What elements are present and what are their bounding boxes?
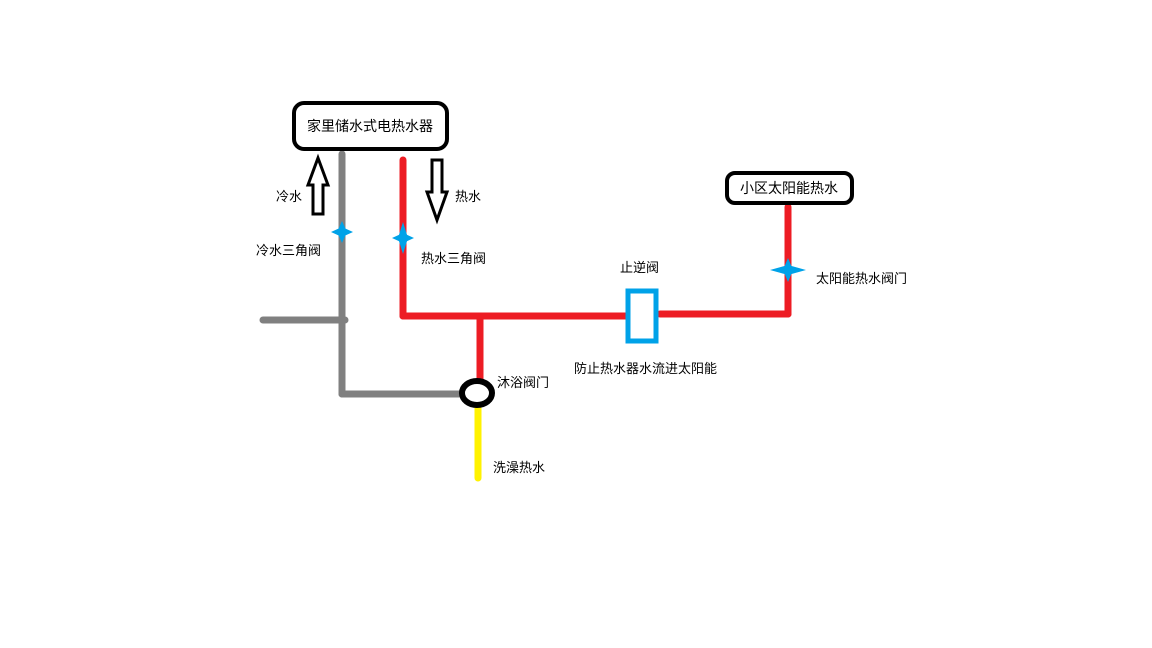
hot-valve-label: 热水三角阀 — [421, 252, 486, 267]
solar-label: 小区太阳能热水 — [740, 181, 838, 197]
check-valve-note: 防止热水器水流进太阳能 — [574, 361, 717, 377]
hot-water-label: 热水 — [455, 190, 481, 205]
heater-node: 家里储水式电热水器 — [292, 101, 449, 151]
heater-label: 家里储水式电热水器 — [307, 118, 433, 135]
check-valve-icon — [625, 288, 659, 344]
cold-water-label: 冷水 — [276, 190, 302, 205]
hot-valve-icon — [392, 222, 414, 254]
solar-node: 小区太阳能热水 — [725, 171, 854, 205]
shower-water-label: 洗澡热水 — [493, 461, 545, 476]
heater-box — [292, 101, 449, 151]
cold-water-pipes — [259, 150, 466, 398]
solar-valve-label: 太阳能热水阀门 — [816, 272, 907, 287]
solar-valve-icon — [770, 258, 806, 282]
cold-valve-icon — [331, 221, 353, 243]
shower-valve-label: 沐浴阀门 — [497, 376, 549, 391]
arrow-down-icon — [424, 158, 450, 225]
shower-valve-icon — [459, 378, 495, 408]
arrow-up-icon — [305, 153, 331, 216]
solar-box — [725, 171, 854, 205]
check-valve-label: 止逆阀 — [620, 260, 659, 276]
cold-valve-label: 冷水三角阀 — [256, 244, 321, 259]
